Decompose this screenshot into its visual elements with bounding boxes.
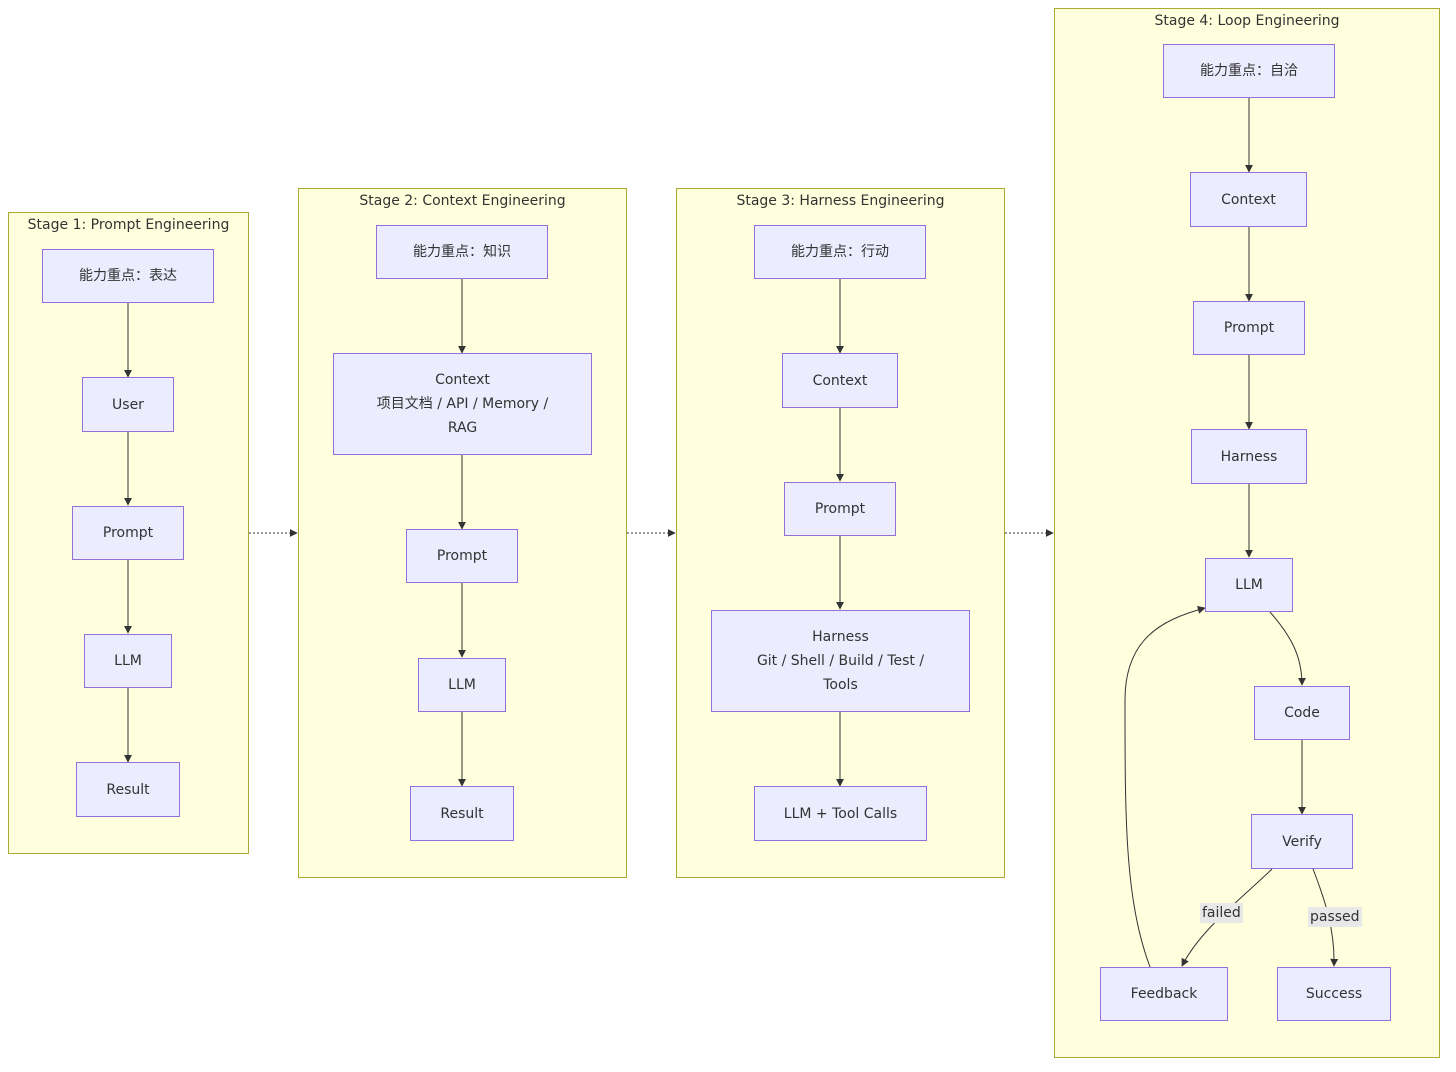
s3-llm-tools-label: LLM + Tool Calls: [783, 805, 898, 822]
s4-harness-node[interactable]: Harness: [1191, 429, 1307, 484]
edge-s4-llm-code: [1269, 611, 1306, 686]
s4-prompt-node[interactable]: Prompt: [1193, 301, 1305, 355]
s1-llm-label: LLM: [114, 653, 142, 669]
s3-focus-node[interactable]: 能力重点：行动: [754, 225, 926, 279]
s4-feedback-label: Feedback: [1130, 986, 1198, 1002]
s4-context-label: Context: [1221, 191, 1276, 208]
s4-code-node[interactable]: Code: [1254, 686, 1350, 740]
s2-context-sources: 项目文档 / API / Memory /: [376, 396, 549, 412]
s3-harness-tools-word: Tools: [823, 677, 858, 693]
s2-prompt-node[interactable]: Prompt: [406, 529, 518, 583]
s2-llm-label: LLM: [448, 677, 476, 693]
s4-llm-node[interactable]: LLM: [1205, 558, 1293, 612]
s2-llm-node[interactable]: LLM: [418, 658, 506, 712]
s3-harness-tools: Git / Shell / Build / Test /: [756, 653, 925, 669]
s1-focus-node[interactable]: 能力重点：表达: [42, 249, 214, 303]
s4-focus-node[interactable]: 能力重点：自洽: [1163, 44, 1335, 98]
s1-result-node[interactable]: Result: [76, 762, 180, 817]
s1-prompt-label: Prompt: [102, 525, 154, 541]
s4-prompt-label: Prompt: [1223, 320, 1275, 336]
s4-verify-label: Verify: [1282, 833, 1322, 850]
s1-user-label: User: [112, 396, 144, 413]
s3-harness-title: Harness: [812, 629, 869, 645]
stage-2-title: Stage 2: Context Engineering: [359, 193, 566, 209]
s2-focus-node[interactable]: 能力重点：知识: [376, 225, 548, 279]
s4-code-label: Code: [1284, 705, 1320, 721]
stage-3-title: Stage 3: Harness Engineering: [736, 193, 945, 209]
s3-context-label: Context: [812, 372, 868, 389]
s4-success-label: Success: [1305, 986, 1363, 1002]
s1-focus-label: 能力重点：表达: [79, 268, 177, 284]
edge-label-failed: failed: [1200, 903, 1243, 923]
s4-llm-label: LLM: [1235, 577, 1263, 593]
s4-context-node[interactable]: Context: [1190, 172, 1307, 227]
s2-context-title: Context: [435, 372, 490, 388]
s2-prompt-label: Prompt: [436, 548, 488, 564]
s1-prompt-node[interactable]: Prompt: [72, 506, 184, 560]
edge-label-passed: passed: [1308, 907, 1362, 927]
s3-llm-tools-node[interactable]: LLM + Tool Calls: [754, 786, 927, 841]
s3-prompt-node[interactable]: Prompt: [784, 482, 896, 536]
s2-result-node[interactable]: Result: [410, 786, 514, 841]
s4-harness-label: Harness: [1220, 448, 1278, 465]
s4-verify-node[interactable]: Verify: [1251, 814, 1353, 869]
s3-prompt-label: Prompt: [814, 501, 866, 517]
s2-focus-label: 能力重点：知识: [413, 244, 511, 260]
edge-s4-feedback-llm: [1124, 605, 1206, 968]
s2-result-label: Result: [440, 805, 484, 822]
stage-1-title: Stage 1: Prompt Engineering: [27, 217, 230, 233]
s2-context-rag: RAG: [447, 420, 478, 436]
s4-feedback-node[interactable]: Feedback: [1100, 967, 1228, 1021]
s3-focus-label: 能力重点：行动: [791, 244, 889, 260]
s1-user-node[interactable]: User: [82, 377, 174, 432]
s4-success-node[interactable]: Success: [1277, 967, 1391, 1021]
stage-4-title: Stage 4: Loop Engineering: [1154, 13, 1340, 29]
s1-llm-node[interactable]: LLM: [84, 634, 172, 688]
s2-context-node[interactable]: Context 项目文档 / API / Memory / RAG: [333, 353, 592, 455]
s1-result-label: Result: [106, 781, 150, 798]
s4-focus-label: 能力重点：自洽: [1200, 63, 1298, 79]
s3-harness-node[interactable]: Harness Git / Shell / Build / Test / Too…: [711, 610, 970, 712]
s3-context-node[interactable]: Context: [782, 353, 898, 408]
